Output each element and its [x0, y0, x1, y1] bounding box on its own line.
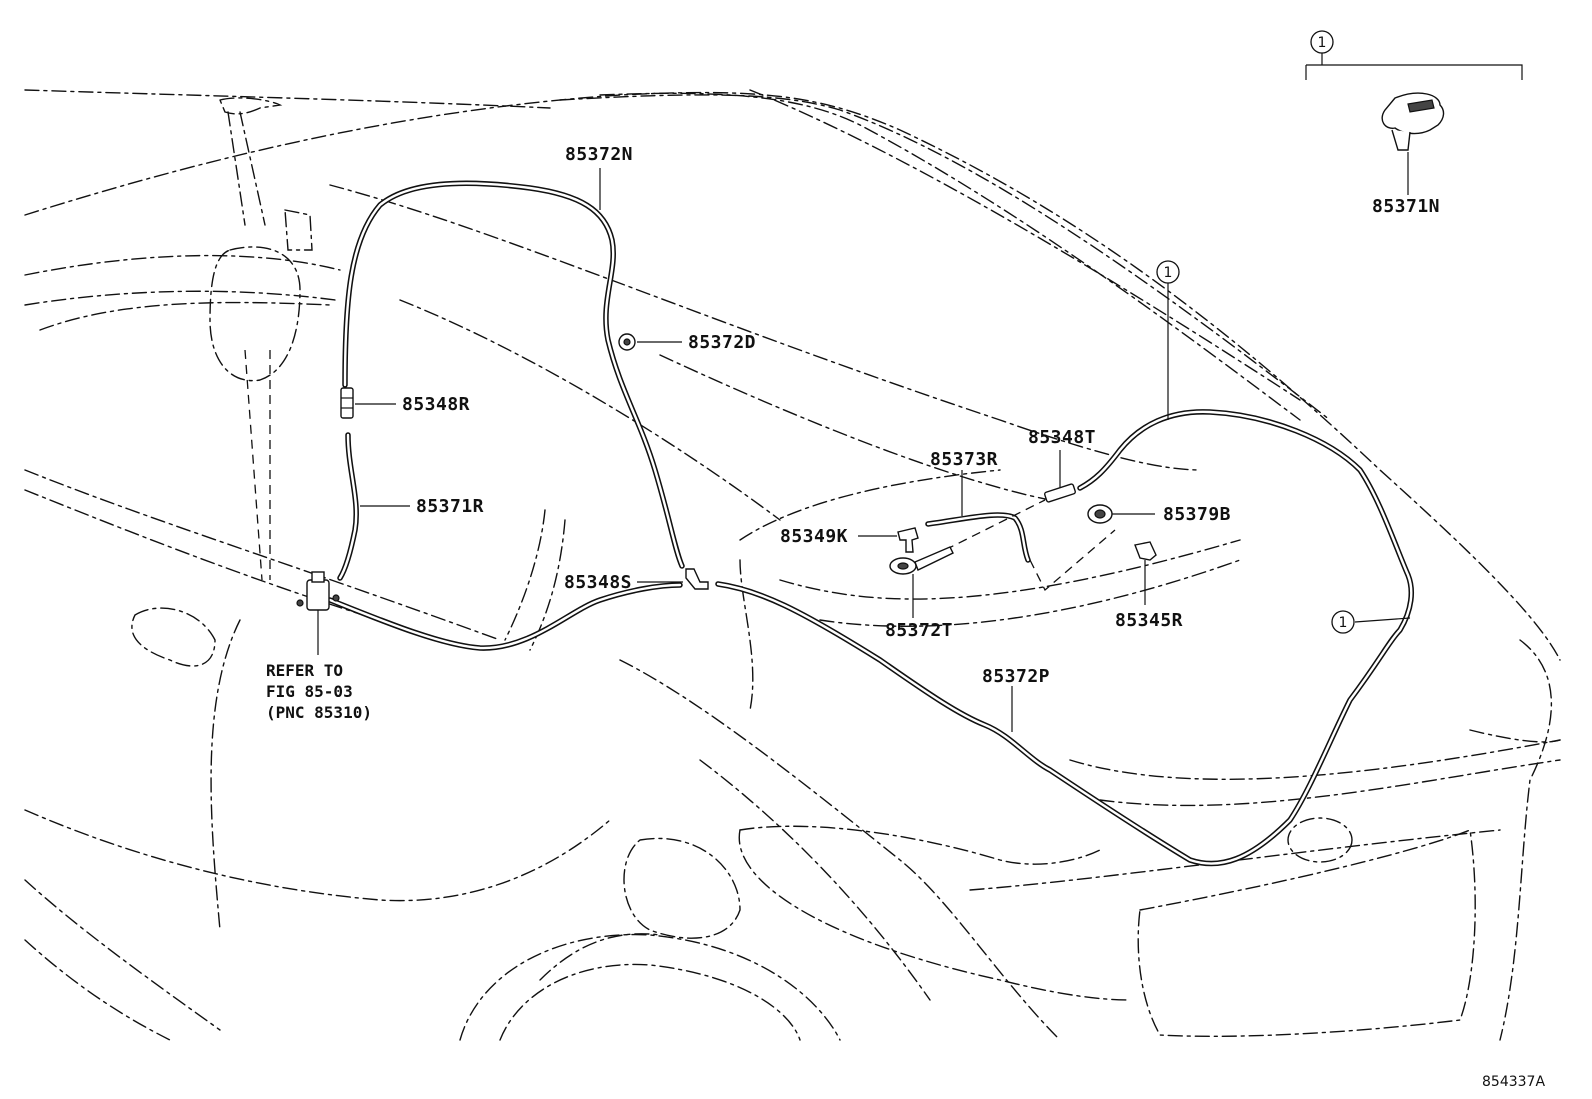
joint-85348R — [340, 387, 354, 419]
joint-85349K — [897, 527, 919, 553]
reference-note: REFER TO FIG 85-03 (PNC 85310) — [266, 661, 372, 722]
svg-text:1: 1 — [1318, 35, 1327, 51]
part-labels: 85372N 85372D 85348R 85371R 85348S 85373… — [402, 144, 1440, 687]
label-85348R: 85348R — [402, 394, 470, 415]
label-85372P: 85372P — [982, 666, 1050, 687]
washer-pump — [296, 571, 340, 655]
label-85379B: 85379B — [1163, 504, 1231, 525]
nozzle-85371N — [1381, 92, 1445, 151]
svg-text:1: 1 — [1339, 615, 1348, 631]
leader-lines — [355, 52, 1523, 732]
label-85345R: 85345R — [1115, 610, 1183, 631]
figure-id: 854337A — [1482, 1074, 1545, 1090]
svg-text:FIG 85-03: FIG 85-03 — [266, 682, 353, 701]
label-85348S: 85348S — [564, 572, 632, 593]
label-85348T: 85348T — [1028, 427, 1096, 448]
callout-markers: 1 1 1 — [1156, 30, 1355, 634]
svg-text:(PNC 85310): (PNC 85310) — [266, 703, 372, 722]
clip-85372D — [618, 333, 636, 351]
svg-text:1: 1 — [1164, 265, 1173, 281]
label-85372N: 85372N — [565, 144, 633, 165]
callout-marker-right: 1 — [1331, 610, 1355, 634]
joint-85348T — [1044, 483, 1076, 503]
assembly-dashed-lines — [904, 499, 1116, 592]
washer-hoses — [327, 180, 1415, 867]
label-85371N: 85371N — [1372, 196, 1440, 217]
callout-marker-upper: 1 — [1156, 260, 1180, 284]
svg-text:REFER TO: REFER TO — [266, 661, 343, 680]
label-85349K: 85349K — [780, 526, 848, 547]
label-85372T: 85372T — [885, 620, 953, 641]
vehicle-body-outline — [24, 89, 1561, 1041]
label-85373R: 85373R — [930, 449, 998, 470]
nozzle-85372T — [889, 546, 954, 575]
clamp-85345R — [1134, 541, 1157, 561]
joint-85348S — [685, 568, 709, 590]
label-85372D: 85372D — [688, 332, 756, 353]
grommet-85379B — [1087, 504, 1113, 524]
callout-marker-bracket: 1 — [1310, 30, 1334, 54]
label-85371R: 85371R — [416, 496, 484, 517]
